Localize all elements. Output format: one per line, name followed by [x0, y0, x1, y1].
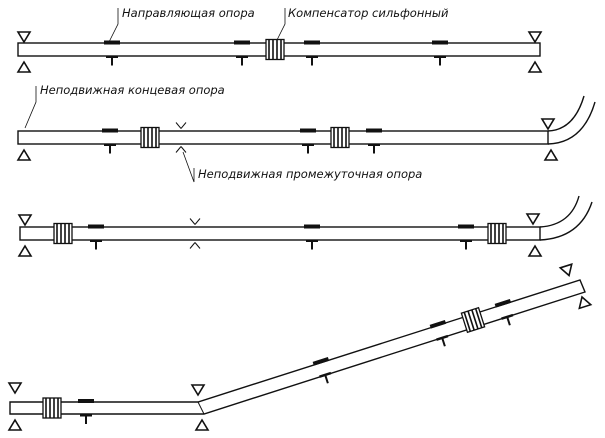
leader-guide-support — [107, 8, 119, 45]
bellows-compensator-icon — [53, 222, 73, 245]
bellows-compensator-icon — [265, 38, 285, 61]
fixed-end-support-triangle-icon — [17, 61, 31, 73]
fixed-end-support-triangle-icon — [575, 294, 592, 310]
bellows-compensator-icon — [42, 397, 62, 419]
label-fixed-intermediate-support: Неподвижная промежуточная опора — [198, 167, 422, 181]
leader-intermediate — [182, 151, 195, 183]
fixed-end-support-triangle-icon — [18, 245, 32, 257]
pipeline-row-1 — [17, 31, 542, 73]
fixed-end-support-triangle-icon — [17, 149, 31, 161]
label-bellows-compensator: Компенсатор сильфонный — [288, 6, 449, 20]
leader-fixed-end — [24, 86, 37, 129]
pipeline-row-3 — [18, 195, 593, 257]
fixed-end-support-triangle-icon — [17, 31, 31, 43]
pipe-segment — [17, 130, 549, 145]
pipe-elbow — [547, 95, 596, 145]
label-guide-support: Направляющая опора — [122, 6, 255, 20]
fixed-end-support-triangle-icon — [8, 419, 22, 431]
pipeline-row-2 — [17, 95, 596, 161]
fixed-end-support-triangle-icon — [526, 213, 540, 225]
leader-bellows — [276, 8, 286, 41]
fixed-end-support-triangle-icon — [559, 263, 576, 279]
fixed-end-support-triangle-icon — [528, 31, 542, 43]
bellows-compensator-icon — [330, 126, 350, 149]
bellows-compensator-icon — [140, 126, 160, 149]
label-fixed-end-support: Неподвижная концевая опора — [40, 83, 225, 97]
fixed-end-support-triangle-icon — [544, 149, 558, 161]
pipeline-row-4 — [8, 263, 592, 431]
fixed-end-support-triangle-icon — [191, 384, 205, 396]
fixed-end-support-triangle-icon — [18, 214, 32, 226]
fixed-end-support-triangle-icon — [195, 419, 209, 431]
fixed-end-support-triangle-icon — [528, 245, 542, 257]
pipe-segment — [19, 226, 541, 241]
pipe-joint — [197, 401, 205, 415]
fixed-end-support-triangle-icon — [528, 61, 542, 73]
pipe-elbow — [539, 195, 593, 241]
fixed-end-support-triangle-icon — [8, 382, 22, 394]
bellows-compensator-icon — [487, 222, 507, 245]
pipe-segment — [9, 279, 586, 415]
fixed-end-support-triangle-icon — [541, 118, 555, 130]
